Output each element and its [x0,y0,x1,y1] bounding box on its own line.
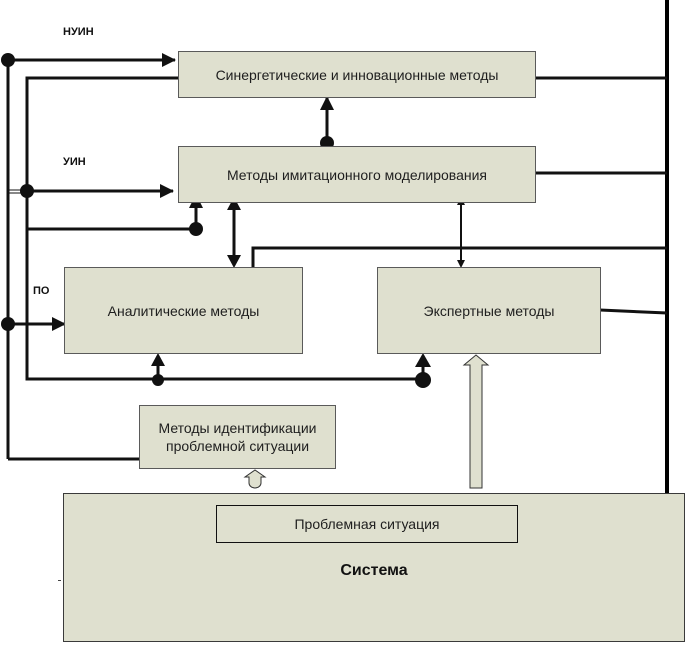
system-title: Система [340,562,408,579]
block-expert-methods[interactable]: Экспертные методы [377,267,601,354]
block-analytical-methods[interactable]: Аналитические методы [64,267,303,354]
problem-situation-label: Проблемная ситуация [294,516,440,532]
problem-situation-block[interactable]: Проблемная ситуация [216,505,518,543]
hollow-arrow-expert [462,354,490,489]
block-identification-methods[interactable]: Методы идентификации проблемной ситуации [139,405,336,469]
block-synergetic-methods[interactable]: Синергетические и инновационные методы [178,51,536,98]
block-simulation-label: Методы имитационного моделирования [226,166,487,183]
system-block[interactable]: Проблемная ситуация Система [63,493,685,642]
block-expert-label: Экспертные методы [423,302,555,319]
label-uin: УИН [63,156,86,168]
block-identification-label-line2: проблемной ситуации [165,438,310,454]
block-identification-label-line1: Методы идентификации [158,420,317,436]
stray-mark [58,580,61,581]
block-analytical-label: Аналитические методы [107,302,260,319]
label-nuin: НУИН [63,26,94,38]
block-synergetic-label: Синергетические и инновационные методы [215,66,499,83]
block-simulation-methods[interactable]: Методы имитационного моделирования [178,146,536,203]
hollow-arrow-identification [243,469,267,489]
label-po: ПО [33,285,50,297]
